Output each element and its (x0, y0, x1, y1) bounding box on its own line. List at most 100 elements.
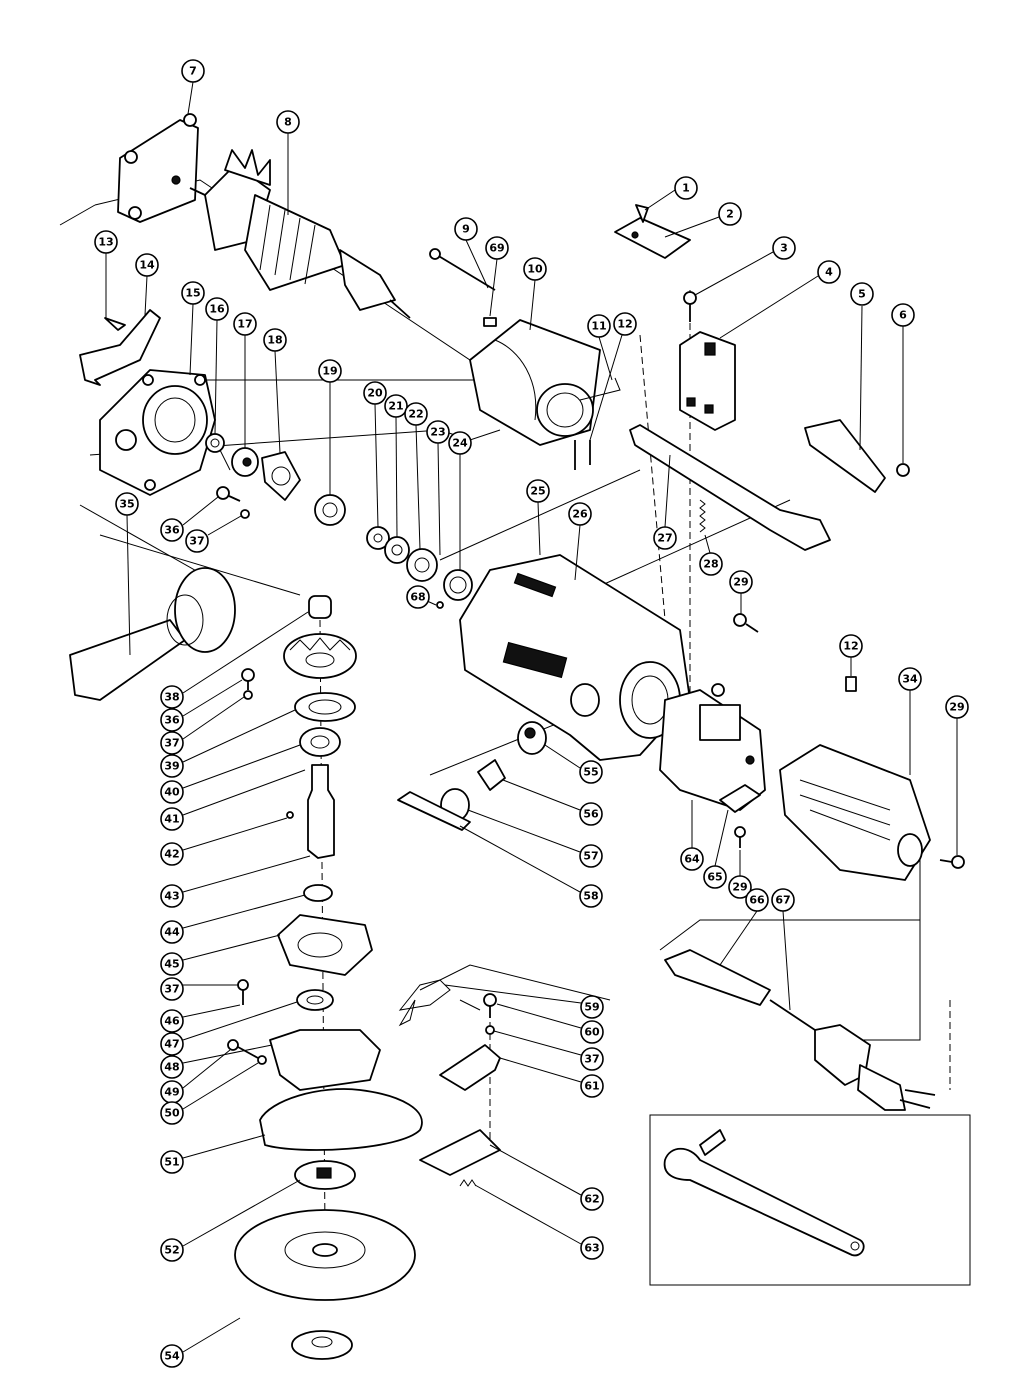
spindle-lock (398, 979, 451, 1027)
svg-text:7: 7 (189, 65, 197, 78)
callout-66: 66 (719, 888, 769, 966)
washer-37b (243, 690, 253, 700)
svg-text:11: 11 (591, 320, 606, 333)
bearing-retainer-39 (294, 692, 356, 722)
callout-15: 15 (181, 281, 205, 376)
svg-text:45: 45 (164, 958, 179, 971)
svg-text:37: 37 (584, 1053, 599, 1066)
svg-text:18: 18 (267, 334, 282, 347)
callout-64: 64 (680, 800, 704, 871)
callouts: 1 2 3 4 5 6 7 8 9 69 10 11 12 13 14 15 1… (94, 59, 969, 1368)
wheel-guard (259, 1029, 423, 1151)
brush-holder (517, 721, 547, 755)
callout-23: 23 (426, 420, 450, 556)
svg-text:21: 21 (388, 400, 403, 413)
cord-guard (664, 949, 771, 1006)
callout-14: 14 (135, 253, 159, 316)
svg-text:20: 20 (367, 387, 383, 400)
callout-42: 42 (160, 817, 288, 866)
svg-text:61: 61 (584, 1080, 599, 1093)
callout-34: 34 (898, 667, 922, 775)
svg-text:37: 37 (189, 535, 204, 548)
svg-text:27: 27 (657, 532, 672, 545)
callout-56: 56 (502, 779, 603, 826)
svg-text:39: 39 (164, 760, 179, 773)
callout-27: 27 (653, 454, 677, 550)
accessory-box (649, 1114, 971, 1286)
grinding-wheel (234, 1209, 416, 1301)
callout-67: 67 (771, 888, 795, 1011)
inner-flange (294, 1160, 356, 1190)
armature (189, 149, 411, 319)
pin-12b (845, 676, 857, 692)
callout-57: 57 (467, 809, 603, 868)
callout-18: 18 (263, 328, 287, 454)
svg-text:22: 22 (408, 408, 423, 421)
switch (679, 291, 736, 431)
svg-text:69: 69 (489, 242, 504, 255)
washer-46 (296, 989, 334, 1011)
svg-text:65: 65 (707, 871, 722, 884)
svg-text:46: 46 (164, 1015, 180, 1028)
svg-text:24: 24 (452, 437, 468, 450)
plug (814, 1024, 936, 1111)
svg-text:36: 36 (164, 524, 180, 537)
callout-19: 19 (318, 359, 342, 495)
callout-58: 58 (459, 825, 603, 908)
svg-text:13: 13 (98, 236, 113, 249)
callout-43: 43 (160, 855, 311, 908)
washer-37c (485, 1025, 495, 1035)
svg-text:3: 3 (780, 242, 788, 255)
svg-text:10: 10 (527, 263, 543, 276)
callout-36b: 36 (160, 679, 243, 732)
svg-text:37: 37 (164, 983, 179, 996)
svg-text:1: 1 (682, 182, 690, 195)
callout-8: 8 (276, 110, 300, 215)
key-41 (286, 811, 294, 819)
svg-text:8: 8 (284, 116, 292, 129)
svg-text:55: 55 (583, 766, 598, 779)
callout-37b: 37 (160, 696, 245, 755)
field-stator (469, 319, 601, 446)
svg-text:50: 50 (164, 1107, 180, 1120)
bearing-end-plate (117, 113, 199, 223)
callout-60: 60 (496, 1003, 604, 1044)
motor-housing (459, 554, 691, 761)
callout-12: 12 (589, 312, 637, 441)
callout-37d: 37 (493, 1030, 604, 1071)
svg-text:36: 36 (164, 714, 180, 727)
svg-text:44: 44 (164, 926, 180, 939)
svg-text:59: 59 (584, 1001, 599, 1014)
callout-25: 25 (526, 479, 550, 556)
svg-text:17: 17 (237, 318, 252, 331)
callout-29a: 29 (729, 570, 753, 614)
svg-text:64: 64 (684, 853, 700, 866)
callout-69: 69 (485, 236, 509, 317)
lock-nut (291, 1330, 353, 1360)
callout-28: 28 (699, 534, 723, 576)
svg-text:57: 57 (583, 850, 598, 863)
callout-63: 63 (474, 1184, 604, 1260)
callout-13: 13 (94, 230, 118, 318)
callout-48: 48 (160, 1044, 273, 1079)
svg-text:15: 15 (185, 287, 200, 300)
svg-text:28: 28 (703, 558, 718, 571)
callout-37: 37 (185, 515, 242, 553)
callout-36: 36 (160, 496, 219, 542)
carbon-brush (477, 759, 506, 791)
tail-cover (779, 744, 931, 881)
callout-2: 2 (664, 202, 742, 238)
callout-21: 21 (384, 394, 408, 538)
screw-49 (227, 1039, 259, 1059)
gear-housing (99, 369, 216, 496)
svg-text:42: 42 (164, 848, 179, 861)
screw-29b (734, 826, 746, 848)
screw-60 (483, 993, 497, 1018)
ball-bearing-40 (299, 727, 341, 757)
callout-38: 38 (160, 611, 309, 709)
svg-text:43: 43 (164, 890, 179, 903)
power-cord (769, 999, 816, 1031)
callout-59: 59 (444, 984, 604, 1019)
nut (896, 463, 910, 477)
